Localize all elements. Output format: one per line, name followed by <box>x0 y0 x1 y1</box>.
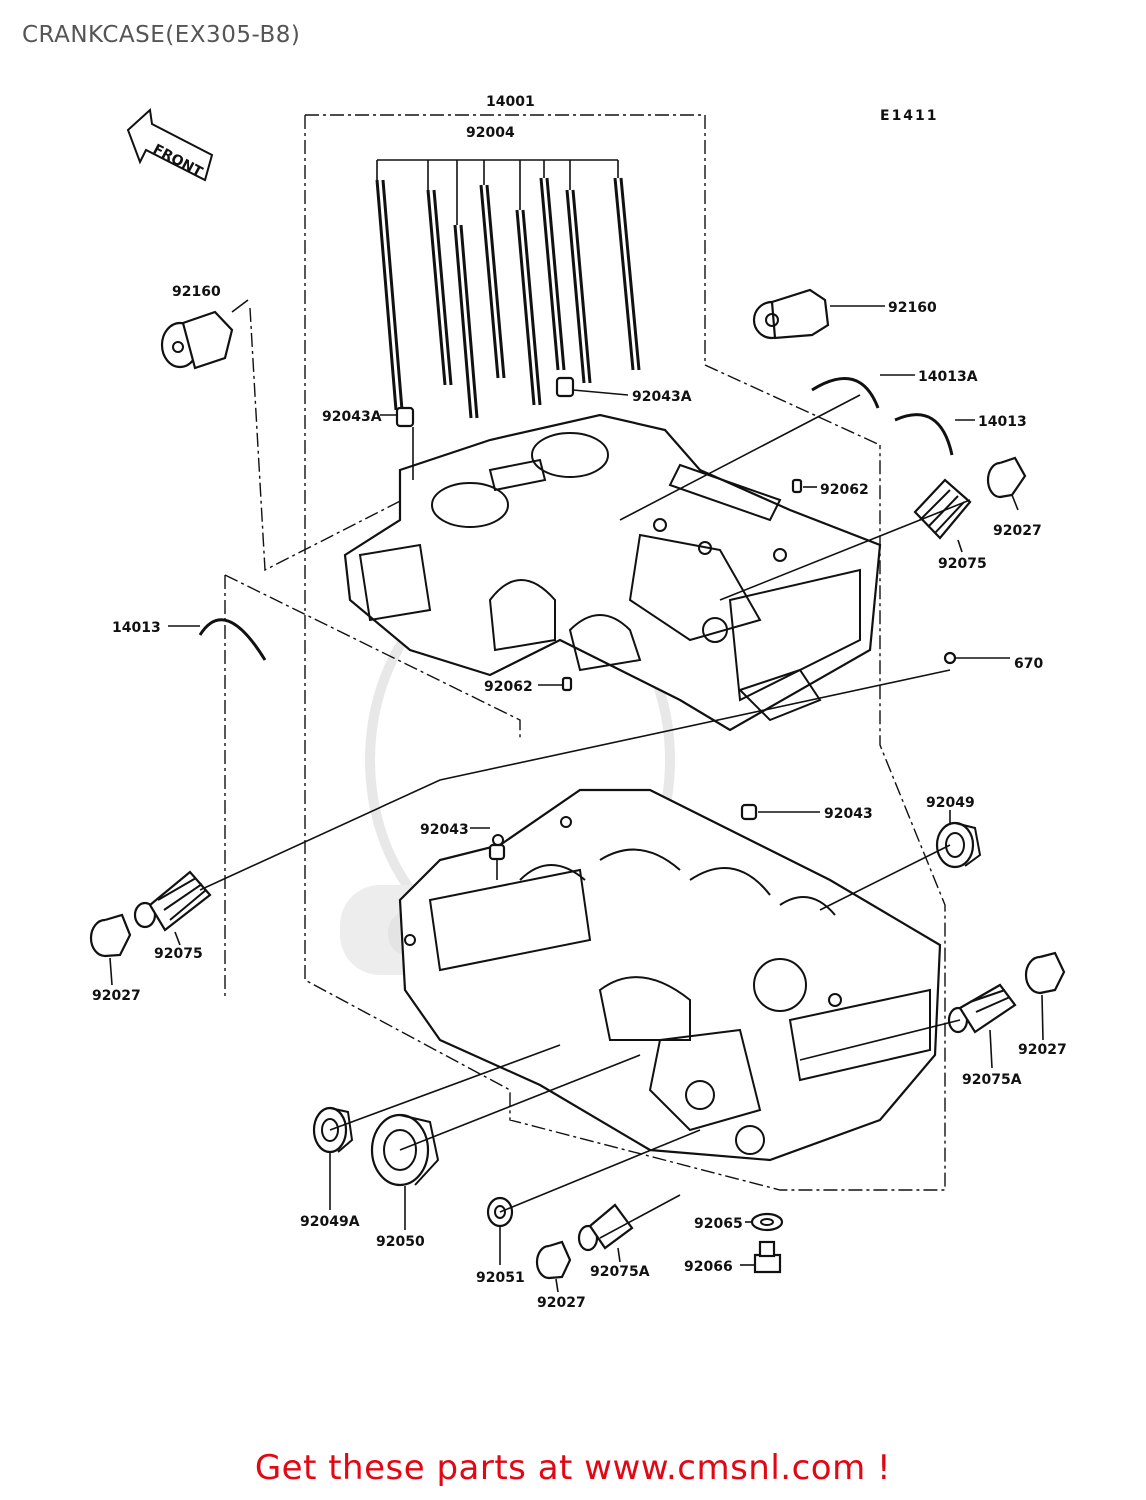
label-92075-left: 92075 <box>154 946 203 962</box>
dowel-92043-right <box>740 803 758 821</box>
bushing-92027-right <box>1024 951 1066 995</box>
bushing-92027-upper <box>986 456 1027 499</box>
oil-seal-92049A <box>312 1106 354 1154</box>
label-14013A: 14013A <box>918 369 978 385</box>
dowels-92043A <box>395 376 575 428</box>
label-92062-upper: 92062 <box>820 482 869 498</box>
plug-92160-left <box>160 310 234 370</box>
label-92043-right: 92043 <box>824 806 873 822</box>
o-ring-670 <box>943 651 957 665</box>
needle-bearing-92075-left <box>133 870 212 932</box>
studs-92004 <box>375 159 641 419</box>
label-92075A-bottom: 92075A <box>590 1264 650 1280</box>
lower-crankcase <box>398 788 942 1162</box>
label-670: 670 <box>1014 656 1043 672</box>
dowel-92043-left <box>488 843 506 861</box>
label-92049: 92049 <box>926 795 975 811</box>
part-labels: 14001 92004 92160 92160 14013A 14013 140… <box>92 94 1067 1311</box>
label-92043-left: 92043 <box>420 822 469 838</box>
label-92066: 92066 <box>684 1259 733 1275</box>
bushing-92027-bottom <box>535 1240 572 1280</box>
plug-92160-right <box>752 288 830 340</box>
oil-seal-92049 <box>935 821 982 869</box>
label-92043A-left: 92043A <box>322 409 382 425</box>
label-92065: 92065 <box>694 1216 743 1232</box>
drain-plug-92066 <box>753 1240 782 1274</box>
label-92004: 92004 <box>466 125 515 141</box>
leader-lines <box>109 299 1044 1293</box>
label-92051: 92051 <box>476 1270 525 1286</box>
washer-92065 <box>750 1212 784 1232</box>
bearing-shell-14013A <box>811 376 880 409</box>
cta-link[interactable]: Get these parts at www.cmsnl.com ! <box>254 1448 892 1488</box>
label-92160-left: 92160 <box>172 284 221 300</box>
label-92160-right: 92160 <box>888 300 937 316</box>
page-title: CRANKCASE(EX305-B8) <box>22 22 301 48</box>
label-14013-left: 14013 <box>112 620 161 636</box>
crankcase-exploded-diagram: CMS FRONT E1411 <box>89 94 1067 1311</box>
label-14001: 14001 <box>486 94 535 110</box>
bearing-shell-14013-right <box>894 413 954 456</box>
bushing-92027-left <box>89 913 132 958</box>
needle-bearing-92075A-right <box>947 983 1017 1034</box>
needle-bearing-92075A-bottom <box>577 1203 634 1252</box>
front-arrow-icon: FRONT <box>126 107 214 182</box>
label-92075A-right: 92075A <box>962 1072 1022 1088</box>
label-92049A: 92049A <box>300 1214 360 1230</box>
label-92027-right: 92027 <box>1018 1042 1067 1058</box>
pin-92062-upper <box>791 478 803 494</box>
pin-92062-lower <box>561 676 573 692</box>
needle-bearing-92075-upper <box>913 478 972 540</box>
label-92062-lower: 92062 <box>484 679 533 695</box>
label-92043A-right: 92043A <box>632 389 692 405</box>
oil-seal-92050 <box>370 1113 440 1187</box>
label-92027-bottom: 92027 <box>537 1295 586 1311</box>
upper-crankcase <box>343 413 882 732</box>
label-92027-upper: 92027 <box>993 523 1042 539</box>
label-14013-right: 14013 <box>978 414 1027 430</box>
label-92027-left: 92027 <box>92 988 141 1004</box>
label-92075-upper: 92075 <box>938 556 987 572</box>
bearing-shell-14013-left <box>198 618 267 661</box>
label-92050: 92050 <box>376 1234 425 1250</box>
diagram-code: E1411 <box>880 108 939 124</box>
